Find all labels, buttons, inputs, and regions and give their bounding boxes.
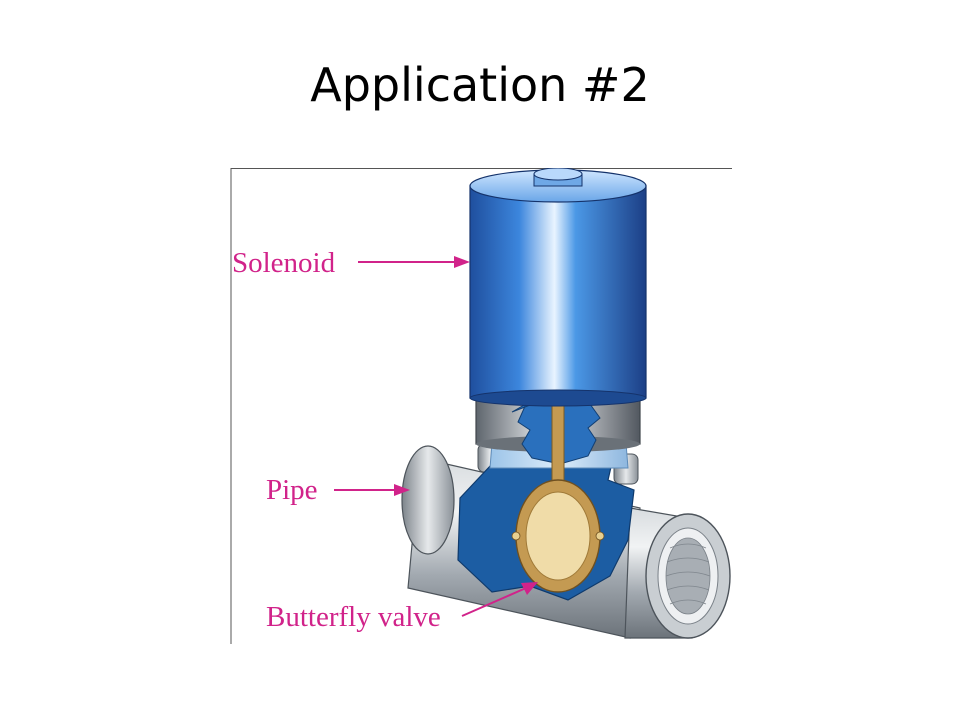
solenoid-top-knob xyxy=(533,168,583,181)
pipe-left-end xyxy=(401,445,455,555)
label-solenoid: Solenoid xyxy=(232,247,336,279)
label-butterfly-valve: Butterfly valve xyxy=(266,601,441,633)
arrow-butterfly-valve-head xyxy=(521,582,538,595)
label-butterfly-valve-group: Butterfly valve xyxy=(266,582,538,633)
solenoid-valve-diagram: Solenoid Pipe Butterfly valve xyxy=(230,168,732,644)
label-solenoid-group: Solenoid xyxy=(232,247,470,279)
solenoid xyxy=(469,168,647,407)
label-pipe-group: Pipe xyxy=(266,474,410,506)
label-pipe: Pipe xyxy=(266,474,318,506)
butterfly-disc xyxy=(511,479,605,593)
arrow-pipe-head xyxy=(394,484,410,496)
slide-title: Application #2 xyxy=(310,58,650,112)
diagram-canvas: Solenoid Pipe Butterfly valve xyxy=(230,168,732,644)
arrow-butterfly-valve xyxy=(461,587,527,617)
arrow-solenoid-head xyxy=(454,256,470,268)
